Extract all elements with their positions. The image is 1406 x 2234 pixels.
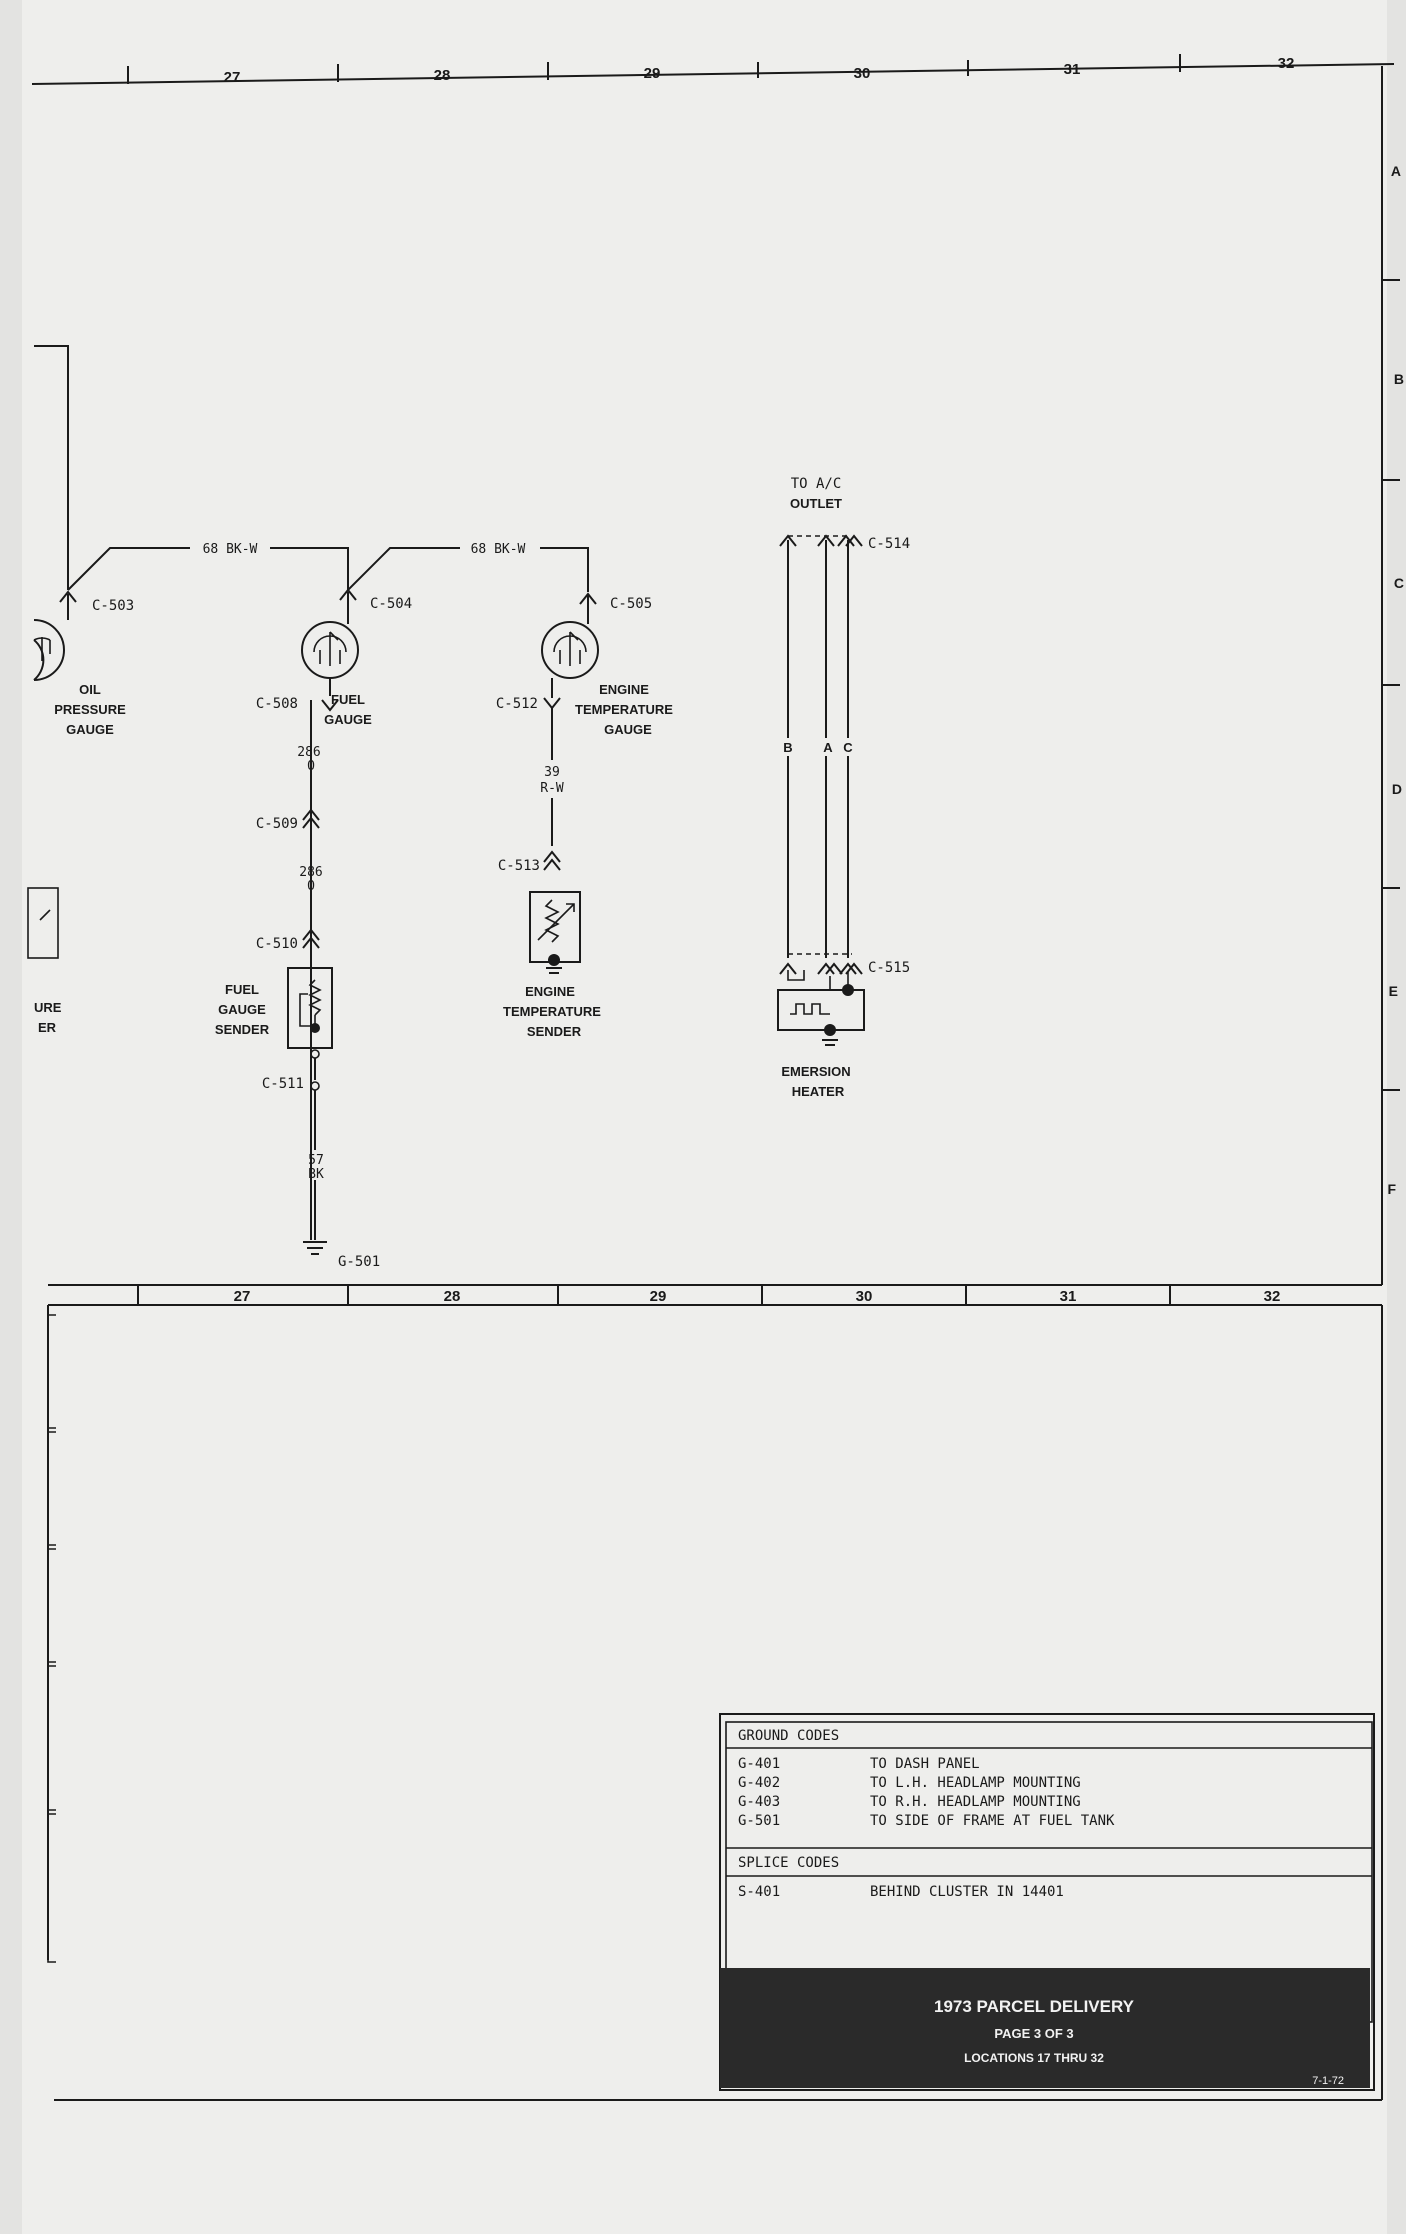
connector-label: C-504 (370, 596, 412, 612)
wire-code: 286 (297, 745, 320, 760)
component-label: TO A/C (791, 476, 842, 492)
fragment-label: URE (34, 1000, 62, 1015)
wiring (33, 534, 865, 1255)
component-label: OUTLET (790, 496, 842, 511)
row-letters-right: A B C D E F (1387, 163, 1404, 1197)
emersion-heater-symbol (777, 972, 865, 1046)
codes-table: GROUND CODES G-401 TO DASH PANEL G-402 T… (719, 1713, 1375, 2091)
component-label: ENGINE (599, 682, 649, 697)
row-label: C (1394, 575, 1404, 591)
title-block-title: 1973 PARCEL DELIVERY (934, 1997, 1135, 2016)
ac-outlet-harness (779, 534, 863, 981)
table-cell: S-401 (738, 1884, 780, 1900)
wire-code: O (307, 759, 315, 774)
engine-temperature-gauge-symbol (541, 592, 599, 871)
col-label: 29 (644, 65, 661, 82)
pin-label: A (823, 740, 833, 755)
component-label: OIL (79, 682, 101, 697)
col-label: 28 (434, 67, 451, 84)
connector-label: C-508 (256, 696, 298, 712)
ground-code-rows: G-401 TO DASH PANEL G-402 TO L.H. HEADLA… (738, 1756, 1115, 1829)
col-label: 29 (650, 1288, 667, 1305)
drawing-frame (31, 54, 1400, 2101)
wire-code: R-W (540, 781, 564, 796)
connector-label: C-510 (256, 936, 298, 952)
component-label: GAUGE (218, 1002, 266, 1017)
row-label: E (1389, 983, 1398, 999)
component-label: GAUGE (324, 712, 372, 727)
row-label: A (1391, 163, 1401, 179)
row-label: F (1387, 1181, 1396, 1197)
component-label: PRESSURE (54, 702, 126, 717)
component-label: FUEL (225, 982, 259, 997)
table-cell: TO SIDE OF FRAME AT FUEL TANK (870, 1813, 1115, 1829)
col-label: 27 (234, 1288, 251, 1305)
table-cell: G-401 (738, 1756, 780, 1772)
col-label: 30 (856, 1288, 873, 1305)
connector-label: C-512 (496, 696, 538, 712)
title-block-locations: LOCATIONS 17 THRU 32 (964, 2051, 1104, 2065)
connector-label: C-509 (256, 816, 298, 832)
pin-label: B (783, 740, 792, 755)
title-block: 1973 PARCEL DELIVERY PAGE 3 OF 3 LOCATIO… (720, 1968, 1370, 2088)
col-label: 30 (854, 65, 871, 82)
fuel-gauge-symbol (301, 588, 359, 1240)
wire-code: O (307, 879, 315, 894)
component-label: TEMPERATURE (575, 702, 673, 717)
table-cell: G-501 (738, 1813, 780, 1829)
connector-label: C-511 (262, 1076, 304, 1092)
row-label: B (1394, 371, 1404, 387)
table-cell: TO R.H. HEADLAMP MOUNTING (870, 1794, 1081, 1810)
connector-label: C-514 (868, 536, 910, 552)
col-label: 32 (1264, 1288, 1281, 1305)
ground-codes-header: GROUND CODES (738, 1728, 839, 1744)
table-cell: TO L.H. HEADLAMP MOUNTING (870, 1775, 1081, 1791)
fuel-gauge-sender-symbol (287, 967, 333, 1255)
fragment-label: ER (38, 1020, 57, 1035)
table-cell: BEHIND CLUSTER IN 14401 (870, 1884, 1064, 1900)
wire-code: 39 (544, 765, 560, 780)
connector-label: C-503 (92, 598, 134, 614)
title-block-page: PAGE 3 OF 3 (994, 2026, 1073, 2041)
column-numbers-bottom: 27 28 29 30 31 32 (234, 1288, 1281, 1305)
component-label: FUEL (331, 692, 365, 707)
col-label: 28 (444, 1288, 461, 1305)
component-label: ENGINE (525, 984, 575, 999)
component-label: SENDER (527, 1024, 582, 1039)
connector-label: C-513 (498, 858, 540, 874)
wire-code: 286 (299, 865, 322, 880)
connector-label: G-501 (338, 1254, 380, 1270)
component-label: GAUGE (604, 722, 652, 737)
engine-temperature-sender-symbol (529, 891, 581, 974)
diagram-labels: 68 BK-W 68 BK-W 286 O 286 O 39 R-W 57 BK… (54, 476, 910, 1270)
row-label: D (1392, 781, 1402, 797)
oil-pressure-gauge-symbol (33, 590, 77, 681)
wire-code: 68 BK-W (471, 542, 526, 557)
table-cell: G-402 (738, 1775, 780, 1791)
paper-sheet (22, 0, 1387, 2234)
table-cell: TO DASH PANEL (870, 1756, 980, 1772)
col-label: 31 (1064, 61, 1081, 78)
left-edge-fragment: URE ER (27, 345, 69, 1035)
col-label: 31 (1060, 1288, 1077, 1305)
column-numbers-top: 27 28 29 30 31 32 (224, 55, 1295, 86)
pin-label: C (843, 740, 853, 755)
col-label: 32 (1278, 55, 1295, 72)
wire-code: 68 BK-W (203, 542, 258, 557)
connector-label: C-515 (868, 960, 910, 976)
component-label: HEATER (792, 1084, 845, 1099)
component-label: GAUGE (66, 722, 114, 737)
title-block-date: 7-1-72 (1312, 2075, 1344, 2087)
table-cell: G-403 (738, 1794, 780, 1810)
wire-code: BK (308, 1167, 324, 1182)
component-label: TEMPERATURE (503, 1004, 601, 1019)
splice-codes-header: SPLICE CODES (738, 1855, 839, 1871)
col-label: 27 (224, 69, 241, 86)
component-label: EMERSION (781, 1064, 850, 1079)
component-label: SENDER (215, 1022, 270, 1037)
wire-code: 57 (308, 1153, 324, 1168)
connector-label: C-505 (610, 596, 652, 612)
